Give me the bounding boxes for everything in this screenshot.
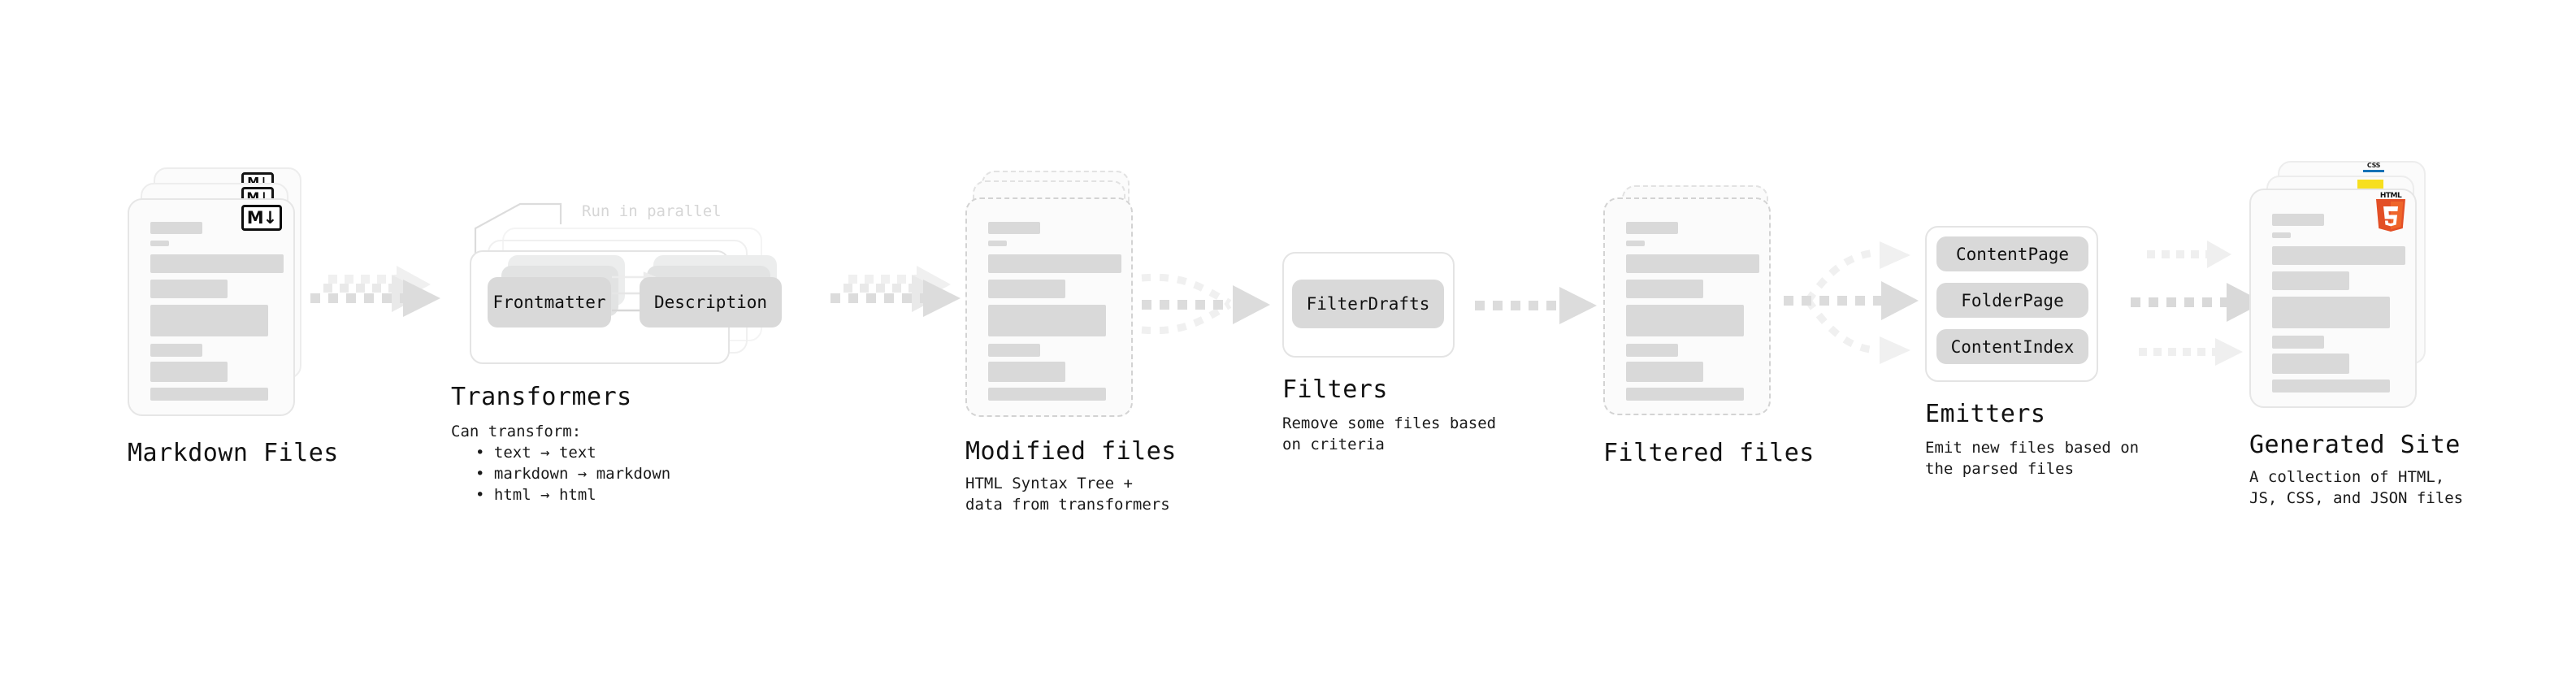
- filtered-files-title: Filtered files: [1603, 439, 1815, 467]
- doc-bar: [150, 254, 284, 273]
- doc-bar: [150, 388, 268, 401]
- markdown-file-sheet-front: [128, 198, 295, 416]
- doc-bar: [1626, 362, 1703, 382]
- markdown-icon: M↓: [241, 205, 282, 231]
- doc-bar: [150, 241, 169, 246]
- arrow-filtered-to-emitters: [1776, 234, 1938, 368]
- doc-bar: [1626, 305, 1744, 336]
- doc-bar: [1626, 254, 1759, 273]
- doc-bar: [1626, 344, 1678, 357]
- emitter-pill-contentindex[interactable]: ContentIndex: [1936, 329, 2088, 364]
- generated-site-title: Generated Site: [2249, 431, 2461, 459]
- doc-bar: [150, 222, 202, 234]
- emitter-pill-contentpage[interactable]: ContentPage: [1936, 236, 2088, 271]
- doc-bar: [988, 344, 1040, 357]
- filters-title: Filters: [1282, 375, 1388, 404]
- doc-bar: [988, 280, 1065, 298]
- doc-bar: [2272, 246, 2405, 265]
- css-icon-underline: [2363, 170, 2384, 172]
- html5-icon-label: HTML: [2379, 192, 2402, 200]
- doc-bar: [1626, 388, 1744, 401]
- doc-bar: [2272, 380, 2390, 393]
- transformers-description: Can transform:: [451, 423, 582, 440]
- doc-bar: [988, 241, 1007, 246]
- modified-files-description: HTML Syntax Tree + data from transformer…: [965, 475, 1170, 514]
- transformers-bullet-label: html → html: [493, 486, 596, 504]
- doc-bar: [1626, 280, 1703, 298]
- arrow-filters-to-filtered: [1475, 287, 1605, 335]
- doc-bar: [150, 362, 228, 382]
- transformers-bullet-label: markdown → markdown: [493, 465, 671, 483]
- run-in-parallel-label: Run in parallel: [582, 202, 722, 220]
- arrow-modified-to-filters: [1134, 260, 1288, 349]
- arrow-transformers-to-modified: [827, 266, 965, 340]
- arrow-markdown-to-transformers: [307, 266, 445, 340]
- filter-pill-filterdrafts[interactable]: FilterDrafts: [1292, 280, 1444, 328]
- generated-site-description: A collection of HTML, JS, CSS, and JSON …: [2249, 468, 2464, 507]
- doc-bar: [2272, 336, 2324, 349]
- html5-icon: HTML: [2375, 192, 2406, 232]
- modified-files-title: Modified files: [965, 437, 1177, 466]
- transformers-bullet-list: • text → text • markdown → markdown • ht…: [461, 442, 670, 505]
- transformers-bullet: • text → text: [475, 444, 596, 462]
- site-file-sheet-front: [2249, 189, 2417, 408]
- doc-bar: [2272, 354, 2349, 374]
- doc-bar: [1626, 241, 1645, 246]
- doc-bar: [988, 305, 1106, 336]
- doc-bar: [988, 254, 1121, 273]
- doc-bar: [150, 280, 228, 298]
- doc-bar: [988, 388, 1106, 401]
- transformers-bullet: • markdown → markdown: [475, 465, 671, 483]
- doc-bar: [988, 222, 1040, 234]
- transformers-bullet: • html → html: [475, 486, 596, 504]
- filtered-file-sheet-front: [1603, 197, 1771, 415]
- emitters-description: Emit new files based on the parsed files: [1925, 439, 2140, 478]
- doc-bar: [988, 362, 1065, 382]
- doc-bar: [150, 305, 268, 336]
- css-icon: CSS: [2363, 162, 2384, 173]
- css-icon-label: CSS: [2366, 162, 2381, 169]
- doc-bar: [2272, 271, 2349, 290]
- emitters-title: Emitters: [1925, 400, 2046, 428]
- doc-bar: [2272, 297, 2390, 328]
- transformers-title: Transformers: [451, 383, 632, 411]
- filters-description: Remove some files based on criteria: [1282, 414, 1497, 453]
- markdown-files-title: Markdown Files: [128, 439, 339, 467]
- doc-bar: [150, 344, 202, 357]
- transformer-pill-description[interactable]: Description: [640, 277, 782, 327]
- doc-bar: [2272, 232, 2291, 238]
- doc-bar: [2272, 214, 2324, 226]
- modified-file-sheet-front: [965, 197, 1133, 417]
- transformer-pill-frontmatter[interactable]: Frontmatter: [488, 277, 611, 327]
- doc-bar: [1626, 222, 1678, 234]
- emitter-pill-folderpage[interactable]: FolderPage: [1936, 283, 2088, 318]
- transformers-bullet-label: text → text: [493, 444, 596, 462]
